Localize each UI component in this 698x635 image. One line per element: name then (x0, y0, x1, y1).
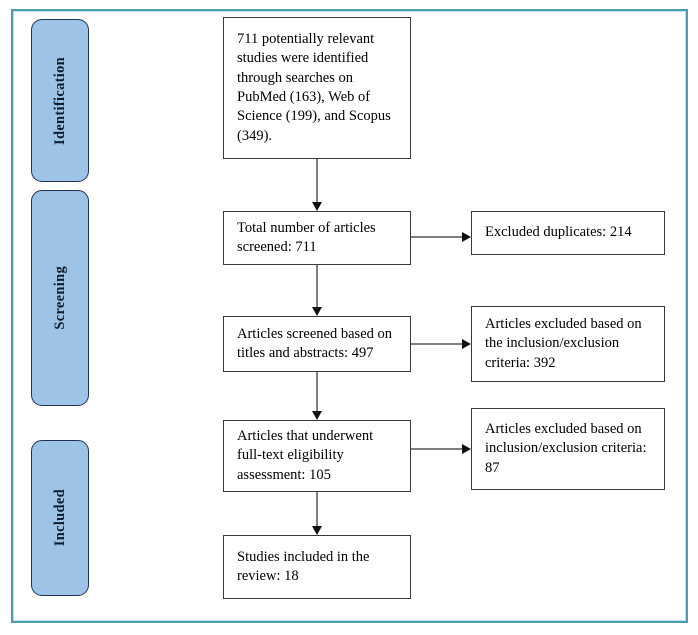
arrow-down-screened-to-title-abstract-icon (311, 265, 323, 316)
arrow-down-identified-to-screened-icon (311, 159, 323, 211)
flow-box-duplicates-excluded: Excluded duplicates: 214 (471, 211, 665, 255)
stage-pill-included: Included (31, 440, 89, 596)
arrow-down-title-abstract-to-fulltext-icon (311, 372, 323, 420)
arrow-down-fulltext-to-included-icon (311, 492, 323, 535)
flow-box-records-identified: 711 potentially relevant studies were id… (223, 17, 411, 159)
stage-label-identification: Identification (51, 56, 68, 145)
flow-box-articles-screened-total: Total number of articles screened: 711 (223, 211, 411, 265)
flow-box-studies-included: Studies included in the review: 18 (223, 535, 411, 599)
arrow-right-to-fulltext-excluded-icon (411, 443, 471, 455)
flow-box-studies-included-text: Studies included in the review: 18 (237, 548, 370, 584)
stage-label-included: Included (51, 489, 68, 547)
flow-box-fulltext-excluded-text: Articles excluded based on inclusion/exc… (485, 421, 647, 476)
flow-box-fulltext-assessed: Articles that underwent full-text eligib… (223, 420, 411, 492)
flow-box-articles-screened-total-text: Total number of articles screened: 711 (237, 219, 376, 255)
flow-box-records-identified-text: 711 potentially relevant studies were id… (237, 31, 391, 144)
flow-box-duplicates-excluded-text: Excluded duplicates: 214 (485, 224, 632, 241)
flow-box-title-abstract-screened: Articles screened based on titles and ab… (223, 316, 411, 372)
outer-frame-inner-border (13, 11, 686, 621)
flow-box-title-abstract-excluded: Articles excluded based on the inclusion… (471, 306, 665, 382)
flow-box-title-abstract-excluded-text: Articles excluded based on the inclusion… (485, 316, 642, 371)
flow-box-fulltext-assessed-text: Articles that underwent full-text eligib… (237, 428, 374, 483)
arrow-right-to-duplicates-excluded-icon (411, 231, 471, 243)
stage-pill-identification: Identification (31, 19, 89, 182)
flow-box-fulltext-excluded: Articles excluded based on inclusion/exc… (471, 408, 665, 490)
arrow-right-to-title-abstract-excluded-icon (411, 338, 471, 350)
stage-pill-screening: Screening (31, 190, 89, 406)
stage-label-screening: Screening (51, 266, 68, 330)
flow-box-title-abstract-screened-text: Articles screened based on titles and ab… (237, 325, 393, 361)
outer-frame-border (11, 9, 688, 623)
